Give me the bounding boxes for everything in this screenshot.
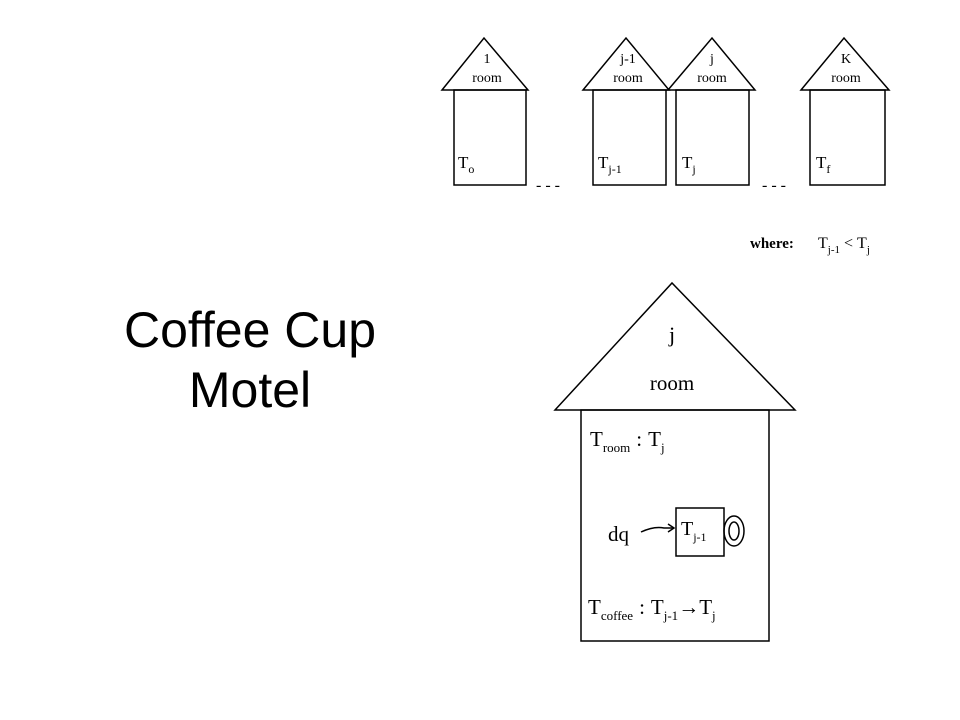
house-k-room-label: room [831, 71, 861, 86]
title-line-1: Coffee Cup [123, 302, 377, 358]
house-j-number: j [709, 52, 714, 67]
house-1-number: 1 [484, 52, 491, 67]
house-j-1 [581, 36, 671, 186]
house-k-temp: Tf [816, 153, 830, 176]
slide-title: Coffee Cup Motel [60, 300, 440, 420]
house-j-body [675, 89, 750, 186]
gap-mark-2: - - - [762, 177, 786, 194]
detail-house-body [580, 409, 770, 642]
condition-prefix: where: [750, 236, 794, 252]
heat-flow-label: dq [608, 522, 630, 546]
room-temp-equation: Troom:Tj [590, 427, 665, 455]
house-1 [440, 36, 530, 186]
house-k-body [809, 89, 886, 186]
house-1-body [453, 89, 527, 186]
house-j-1-room-label: room [613, 71, 643, 86]
house-j-1-body [592, 89, 667, 186]
condition-expression: Tj-1<Tj [818, 235, 870, 256]
house-1-room-label: room [472, 71, 502, 86]
title-line-2: Motel [188, 362, 312, 418]
detail-house-number: j [668, 322, 675, 347]
house-1-temp: To [458, 153, 474, 176]
heat-flow-arrowhead [667, 523, 676, 533]
detail-house-room-label: room [650, 371, 694, 395]
heat-flow-arrow [640, 526, 674, 533]
detail-house [553, 281, 797, 642]
house-j-1-temp: Tj-1 [598, 153, 622, 176]
house-k-number: K [841, 52, 851, 67]
house-j-room-label: room [697, 71, 727, 86]
cup-handle-outer [723, 515, 745, 547]
house-j-1-number: j-1 [619, 52, 636, 67]
house-j-temp: Tj [682, 153, 696, 176]
cup-handle-inner [728, 521, 740, 541]
house-k [799, 36, 891, 186]
gap-mark-1: - - - [536, 177, 560, 194]
cup-temp-label: Tj-1 [681, 518, 707, 544]
coffee-temp-equation: Tcoffee:Tj-1→Tj [588, 595, 716, 623]
house-j [666, 36, 757, 186]
